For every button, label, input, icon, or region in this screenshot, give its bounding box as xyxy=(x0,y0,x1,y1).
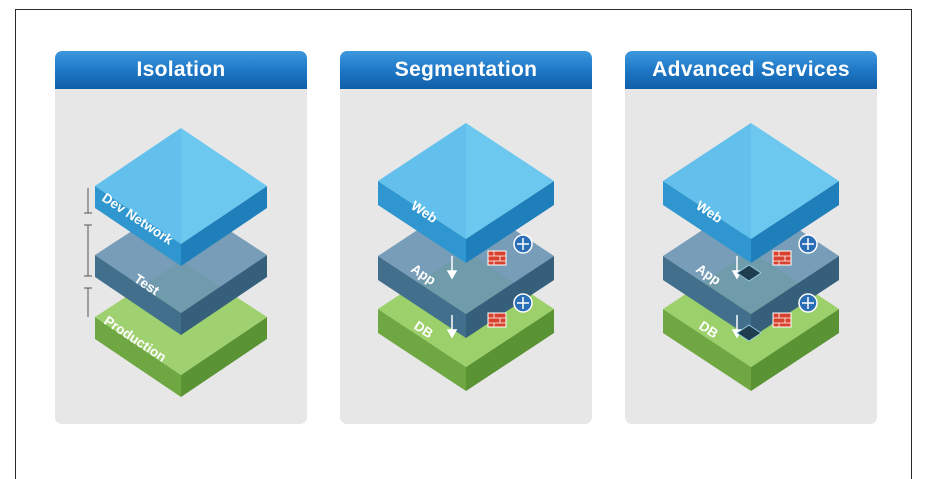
router-icon xyxy=(513,234,533,254)
firewall-icon xyxy=(487,312,507,328)
panel-title: Segmentation xyxy=(340,51,592,89)
diagram-frame xyxy=(15,9,912,479)
firewall-icon xyxy=(772,312,792,328)
panel-segmentation: Segmentation xyxy=(340,51,592,424)
layer-web xyxy=(663,123,839,263)
panel-title: Isolation xyxy=(55,51,307,89)
router-icon xyxy=(513,293,533,313)
panel-title: Advanced Services xyxy=(625,51,877,89)
firewall-icon xyxy=(487,250,507,266)
chip-icon xyxy=(736,264,762,282)
router-icon xyxy=(798,234,818,254)
layer-dev-network xyxy=(95,128,267,266)
router-icon xyxy=(798,293,818,313)
panel-isolation: Isolation Dev Network Test Product xyxy=(55,51,307,424)
panel-advanced-services: Advanced Services xyxy=(625,51,877,424)
chip-icon xyxy=(736,324,762,342)
down-arrow-icon xyxy=(446,315,458,339)
layer-web xyxy=(378,123,554,263)
spacing-brackets xyxy=(84,188,92,317)
down-arrow-icon xyxy=(446,256,458,280)
isolation-layer-stack: Dev Network Test Production xyxy=(84,128,267,397)
firewall-icon xyxy=(772,250,792,266)
segmentation-layer-stack: Web App DB xyxy=(378,123,554,391)
advanced-services-layer-stack: Web App DB xyxy=(663,123,839,391)
